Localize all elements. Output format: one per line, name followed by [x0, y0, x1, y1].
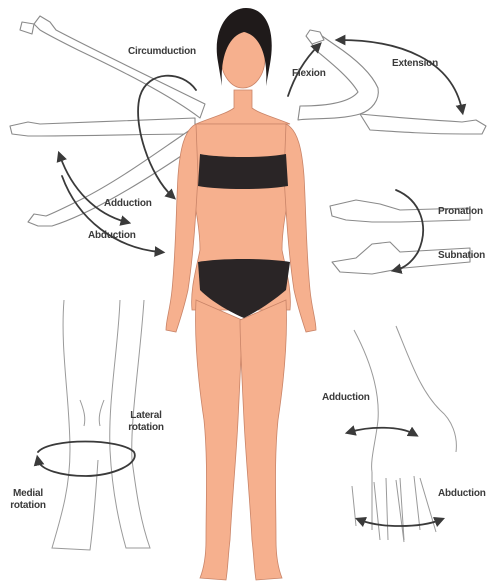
figure-body [166, 8, 316, 580]
label-circumduction: Circumduction [128, 46, 196, 58]
label-adduction-arm: Adduction [104, 198, 152, 210]
label-medial-rotation: Medial rotation [4, 488, 52, 512]
label-supination: Subnation [438, 250, 485, 262]
arm-extension-outline [360, 114, 486, 134]
label-abduction-arm: Abduction [88, 230, 136, 242]
label-adduction-hand: Adduction [322, 392, 370, 404]
arm-horizontal-outline [10, 118, 195, 136]
label-extension: Extension [392, 58, 438, 70]
label-abduction-hand: Abduction [438, 488, 486, 500]
label-lateral-rotation: Lateral rotation [122, 410, 170, 434]
arm-raised-outline [20, 16, 205, 118]
label-pronation: Pronation [438, 206, 483, 218]
hand-outline [352, 326, 456, 542]
arm-lowered-outline [28, 130, 196, 226]
label-flexion: Flexion [292, 68, 326, 80]
